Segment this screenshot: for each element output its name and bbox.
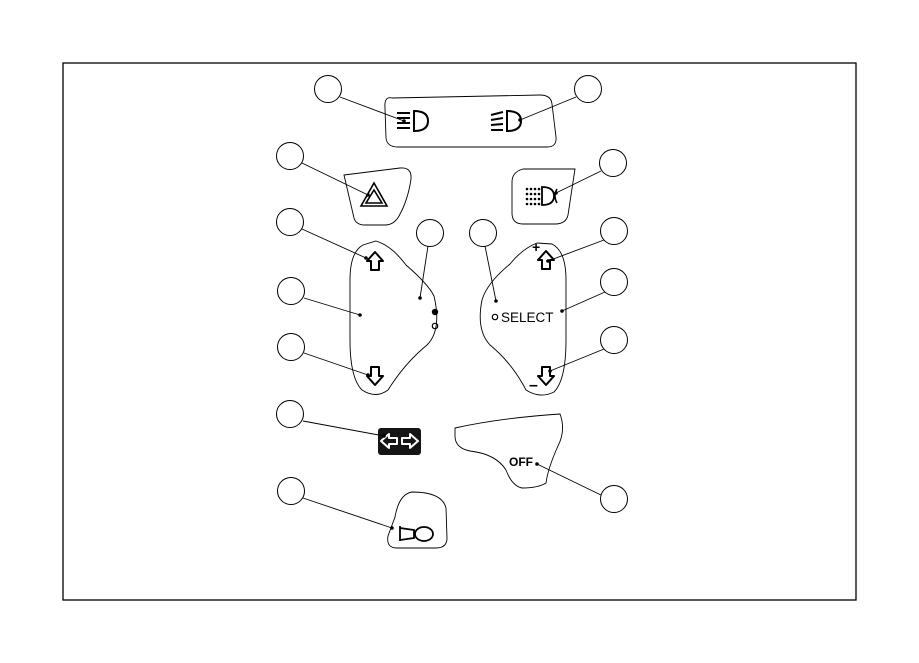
callout-hazard <box>276 142 304 170</box>
callout-fog-light <box>599 149 627 177</box>
leader-lines <box>301 96 606 529</box>
callout-high-beam <box>574 75 602 103</box>
turn-signal-switch[interactable] <box>378 428 421 455</box>
headlight-switch[interactable] <box>384 94 557 148</box>
leader-dots <box>358 118 564 530</box>
callout-right-down <box>600 326 628 354</box>
off-switch[interactable] <box>454 413 563 489</box>
right-rocker-switch[interactable] <box>479 242 567 396</box>
callout-left-panel <box>277 277 305 305</box>
fog-light-icon <box>525 186 558 206</box>
arrow-down-icon <box>537 366 555 386</box>
low-beam-headlight-icon <box>397 109 430 133</box>
callout-low-beam <box>314 75 342 103</box>
fog-light-button[interactable] <box>511 168 576 225</box>
indicator-filled-dot <box>431 308 439 316</box>
arrow-up-icon <box>537 250 555 270</box>
off-label: OFF <box>509 455 533 469</box>
select-indicator-dot <box>491 313 499 321</box>
arrow-up-icon <box>366 251 384 271</box>
callout-left-indicator <box>416 219 444 247</box>
plus-label: + <box>532 239 540 255</box>
horn-icon <box>399 526 434 542</box>
callout-right-select-indicator <box>469 219 497 247</box>
minus-label: – <box>529 377 538 394</box>
indicator-empty-dot <box>431 322 439 330</box>
callout-right-up <box>600 217 628 245</box>
callout-off <box>600 485 628 513</box>
select-label: SELECT <box>501 310 554 325</box>
callout-right-select <box>600 268 628 296</box>
left-rocker-switch[interactable] <box>349 240 438 395</box>
callout-left-up <box>276 208 304 236</box>
callout-horn <box>277 477 305 505</box>
frame <box>62 62 857 601</box>
turn-signal-icon <box>380 433 419 449</box>
callout-left-down <box>277 333 305 361</box>
callout-turn-signal <box>276 400 304 428</box>
